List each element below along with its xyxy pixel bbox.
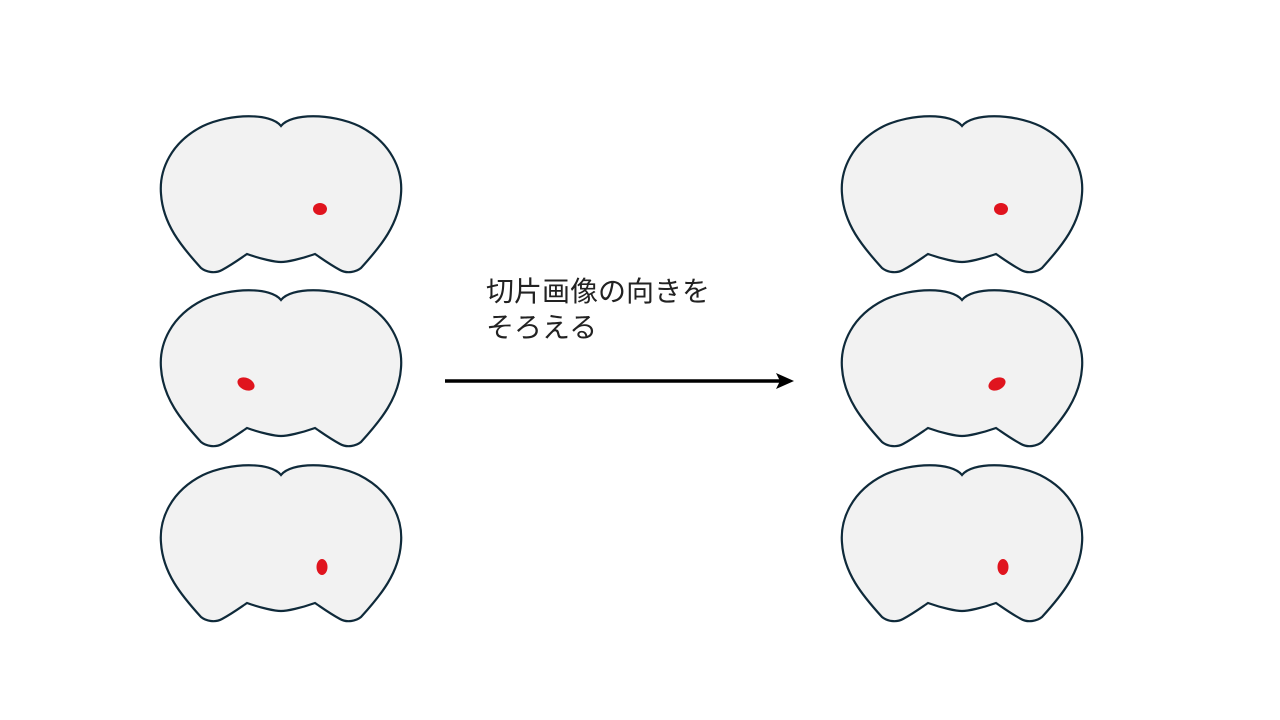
brain-slice-left-1 (159, 115, 403, 274)
caption-line-1: 切片画像の向きを (486, 275, 711, 308)
right-slice-column (840, 115, 1084, 623)
caption-line-2: そろえる (486, 311, 598, 344)
brain-slice-right-3 (840, 464, 1084, 623)
red-spot-left-3 (316, 559, 328, 575)
brain-slice-right-1 (840, 115, 1084, 274)
brain-slice-left-2 (159, 289, 403, 448)
arrow-caption: 切片画像の向きを そろえる (486, 274, 710, 346)
red-spot-left-2 (237, 377, 255, 391)
brain-slice-right-2 (840, 289, 1084, 448)
brain-slice-left-3 (159, 464, 403, 623)
red-spot-left-1 (313, 203, 327, 215)
left-slice-column (159, 115, 403, 623)
red-spot-right-1 (994, 203, 1008, 215)
right-arrow-icon (445, 373, 794, 389)
red-spot-right-2 (988, 377, 1006, 391)
red-spot-right-3 (997, 559, 1009, 575)
